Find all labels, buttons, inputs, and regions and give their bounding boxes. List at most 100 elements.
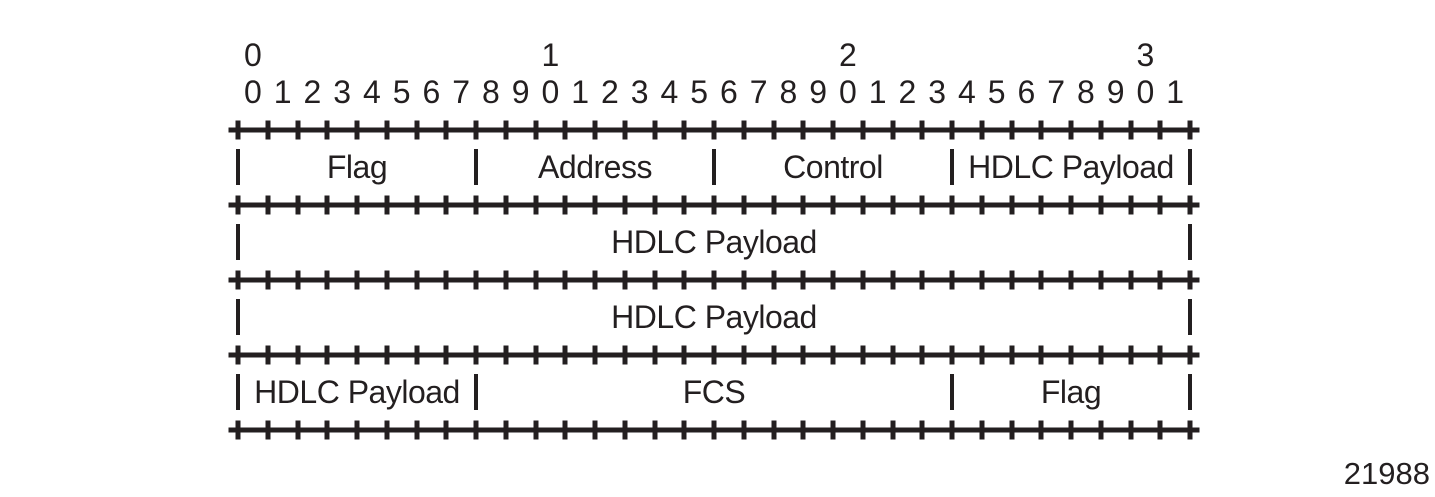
plus-mark-icon [853,270,873,290]
plus-mark-icon [555,345,575,365]
field-delimiter-icon [236,374,240,411]
plus-mark-icon [436,270,456,290]
field-label: HDLC Payload [611,299,817,336]
plus-mark-icon [1061,120,1081,140]
dash-mark-icon [872,202,884,208]
plus-mark-icon [317,345,337,365]
plus-mark-icon [853,195,873,215]
dash-mark-icon [544,202,556,208]
plus-mark-icon [526,420,545,440]
plus-mark-icon [972,270,992,290]
dash-mark-icon [901,277,913,283]
plus-mark-icon [1002,345,1021,365]
dash-mark-icon [574,352,586,358]
plus-mark-icon [942,345,962,365]
plus-mark-icon [793,270,813,290]
dash-mark-icon [693,427,705,433]
dash-mark-icon [277,127,289,133]
dash-mark-icon [693,127,705,133]
plus-mark-icon [347,270,367,290]
plus-mark-icon [1121,420,1140,440]
dash-mark-icon [931,427,943,433]
dash-mark-icon [425,427,437,433]
dash-mark-icon [455,427,467,433]
dash-mark-icon [812,352,824,358]
dash-mark-icon [1020,427,1032,433]
plus-mark-icon [496,195,516,215]
plus-mark-icon [466,345,486,365]
plus-mark-icon [1031,345,1051,365]
dash-mark-icon [604,427,616,433]
dash-mark-icon [277,352,289,358]
plus-mark-icon [1091,420,1111,440]
plus-mark-icon [823,270,843,290]
plus-mark-icon [972,195,992,215]
plus-mark-icon [1031,120,1051,140]
plus-mark-icon [258,120,278,140]
dash-mark-icon [336,427,348,433]
dash-mark-icon [574,277,586,283]
bit-digit: 1 [1166,74,1185,111]
plus-mark-icon [823,120,843,140]
dash-mark-icon [1110,202,1122,208]
plus-mark-icon [1002,195,1021,215]
plus-mark-icon [645,270,664,290]
dash-mark-icon [663,352,675,358]
plus-mark-icon [942,195,962,215]
plus-mark-icon [496,120,516,140]
dash-mark-icon [812,202,824,208]
tens-digit: 1 [541,36,560,73]
dash-mark-icon [306,427,318,433]
dash-mark-icon [1020,127,1032,133]
plus-mark-icon [288,195,307,215]
dash-mark-icon [634,427,646,433]
bit-digit: 5 [392,74,411,111]
plus-mark-icon [1180,195,1200,215]
dash-mark-icon [544,427,556,433]
plus-mark-icon [1180,345,1200,365]
field-delimiter-icon [1188,374,1192,411]
dash-mark-icon [366,202,378,208]
bit-digit: 7 [452,74,471,111]
dash-mark-icon [485,127,497,133]
dash-mark-icon [515,202,527,208]
dash-mark-icon [425,277,437,283]
dash-mark-icon [842,127,854,133]
plus-mark-icon [585,420,605,440]
bit-digit: 2 [600,74,619,111]
dash-mark-icon [336,202,348,208]
dash-mark-icon [1080,277,1092,283]
plus-mark-icon [912,345,932,365]
dash-mark-icon [396,127,408,133]
dash-mark-icon [723,127,735,133]
field-delimiter-icon [474,149,478,186]
plus-mark-icon [764,345,783,365]
dash-mark-icon [1050,277,1062,283]
dash-mark-icon [247,202,259,208]
plus-mark-icon [912,195,932,215]
plus-mark-icon [407,345,426,365]
field-delimiter-icon [236,149,240,186]
plus-mark-icon [793,345,813,365]
bit-digit: 6 [1017,74,1036,111]
plus-mark-icon [1121,345,1140,365]
bit-digit: 0 [1136,74,1155,111]
dash-mark-icon [604,352,616,358]
bit-digit: 8 [481,74,500,111]
field-delimiter-icon [950,374,954,411]
bit-digit: 6 [719,74,738,111]
field-label: HDLC Payload [968,149,1174,186]
dash-mark-icon [515,427,527,433]
plus-mark-icon [823,420,843,440]
dash-mark-icon [1169,352,1181,358]
dash-mark-icon [1169,427,1181,433]
plus-mark-icon [347,345,367,365]
dash-mark-icon [1020,352,1032,358]
plus-mark-icon [407,195,426,215]
field-delimiter-icon [236,224,240,261]
plus-mark-icon [674,345,694,365]
dash-mark-icon [515,277,527,283]
